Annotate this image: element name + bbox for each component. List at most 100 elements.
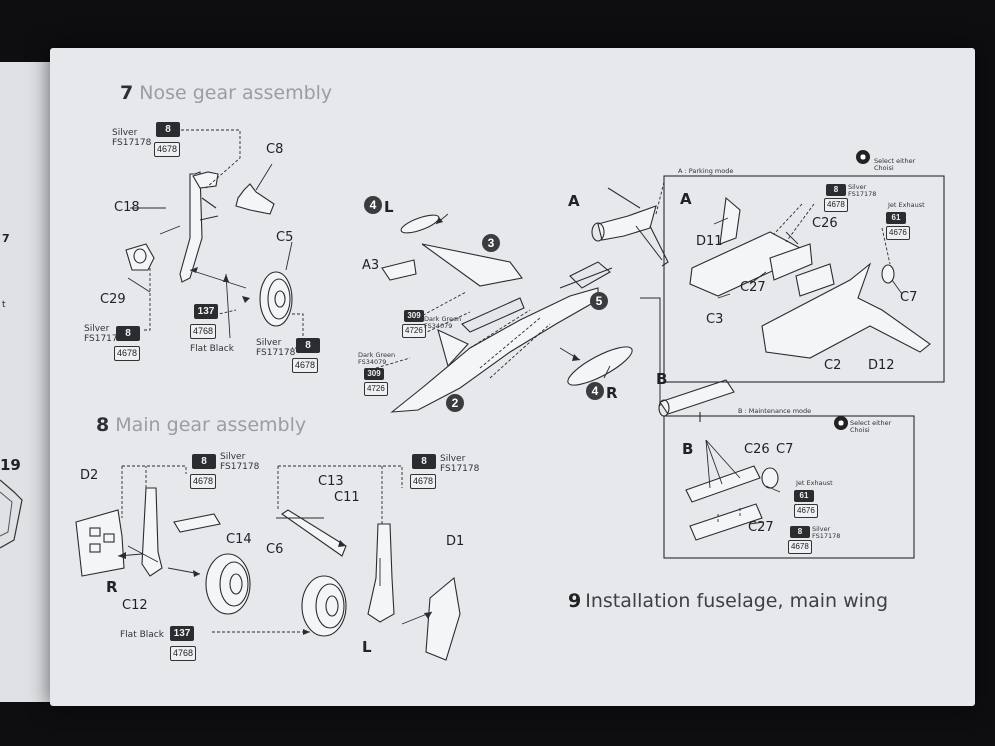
paint-chip: 8	[412, 454, 436, 469]
paint-name: Dark Green	[358, 351, 396, 359]
paint-code: 4726	[364, 382, 388, 396]
select-note: Select either Choisi	[850, 420, 891, 434]
paint-chip: 8	[296, 338, 320, 353]
step8-number: 8	[96, 414, 110, 436]
side-label-left: L	[362, 638, 372, 656]
option-b-frame	[663, 415, 915, 559]
part-label: A3	[362, 258, 380, 273]
part-label: C27	[740, 280, 766, 295]
paint-code: 4726	[402, 324, 426, 338]
callout-side: L	[384, 198, 394, 216]
part-label: C13	[318, 474, 344, 489]
paint-callout: Silver FS17178	[812, 526, 840, 540]
left-page-fragment: 7	[2, 232, 10, 245]
paint-name: Silver	[112, 128, 138, 138]
mode-label-a: A	[568, 192, 580, 210]
paint-fs: FS17178	[812, 532, 841, 540]
paint-fs: FS17178	[848, 190, 877, 198]
part-label: C26	[812, 216, 838, 231]
paint-name: Flat Black	[120, 630, 164, 640]
paint-callout: Silver FS17178	[440, 454, 479, 474]
left-page: 7 t 19	[0, 62, 58, 702]
callout-number: 3	[482, 234, 500, 252]
step7-number: 7	[120, 82, 134, 104]
select-text-alt: Choisi	[850, 426, 870, 434]
paint-name: Silver	[84, 324, 110, 334]
nose-gear-drawing	[125, 171, 293, 327]
paint-code: 4678	[824, 198, 848, 212]
paint-callout: Silver FS17178	[256, 338, 295, 358]
part-label: C27	[748, 520, 774, 535]
paint-name: Flat Black	[190, 344, 234, 354]
part-label: D12	[868, 358, 895, 373]
paint-code: 4678	[788, 540, 812, 554]
paint-chip: 8	[192, 454, 216, 469]
option-b-header: B : Maintenance mode	[738, 407, 812, 415]
paint-code: 4678	[292, 358, 319, 373]
option-b-letter: B	[682, 440, 694, 458]
select-text-alt: Choisi	[874, 164, 894, 172]
paint-code: 4676	[886, 226, 910, 240]
paint-name: Jet Exhaust	[796, 479, 833, 487]
option-a-drawing	[591, 187, 931, 359]
option-a-letter: A	[680, 190, 692, 208]
callout-side: R	[606, 384, 618, 402]
paint-name: Silver	[848, 183, 867, 191]
paint-fs: FS17178	[256, 348, 296, 358]
paint-callout: Dark Green FS34079	[424, 316, 461, 330]
paint-callout: Silver FS17178	[848, 184, 876, 198]
callout-number: 4	[364, 196, 382, 214]
left-page-fragment: t	[2, 300, 6, 310]
paint-code: 4678	[114, 346, 141, 361]
select-text: Select either	[874, 157, 916, 165]
callout-number: 5	[590, 292, 608, 310]
callout-number: 4	[586, 382, 604, 400]
part-label: C6	[266, 542, 284, 557]
step8-title: Main gear assembly	[115, 414, 307, 436]
paint-callout: Silver FS17178	[84, 324, 123, 344]
paint-chip: 309	[404, 310, 424, 322]
paint-name: Jet Exhaust	[888, 201, 925, 209]
part-label: C29	[100, 292, 126, 307]
paint-callout: Silver FS17178	[112, 128, 151, 148]
part-label: C5	[276, 230, 294, 245]
paint-chip: 8	[156, 122, 180, 137]
paint-name: Silver	[440, 454, 466, 464]
paint-chip: 309	[364, 368, 384, 380]
paint-fs: FS17178	[440, 464, 480, 474]
paint-code: 4678	[190, 474, 217, 489]
side-label-right: R	[106, 578, 118, 596]
part-label: C14	[226, 532, 252, 547]
paint-chip: 137	[194, 304, 218, 319]
paint-name: Silver	[256, 338, 282, 348]
mode-label-b: B	[656, 370, 668, 388]
step9-title: Installation fuselage, main wing	[585, 590, 889, 612]
paint-fs: FS34079	[424, 322, 453, 330]
paint-callout: Dark Green FS34079	[358, 352, 395, 366]
select-text: Select either	[850, 419, 892, 427]
paint-name: Silver	[812, 525, 831, 533]
left-page-drawing	[0, 479, 23, 549]
part-label: C18	[114, 200, 140, 215]
select-either-icon	[856, 150, 870, 164]
paint-fs: FS17178	[220, 462, 260, 472]
part-label: C3	[706, 312, 724, 327]
part-label: D1	[446, 534, 465, 549]
part-label: D2	[80, 468, 99, 483]
paint-chip: 8	[790, 526, 810, 538]
option-b-drawing	[658, 379, 779, 541]
part-label: C11	[334, 490, 360, 505]
part-label: C26	[744, 442, 770, 457]
step9-number: 9	[568, 590, 582, 612]
fuselage-drawing	[381, 214, 633, 413]
paint-name: Silver	[220, 452, 246, 462]
part-label: C7	[776, 442, 794, 457]
paint-fs: FS17178	[84, 334, 124, 344]
paint-code: 4768	[190, 324, 217, 339]
callout-number: 2	[446, 394, 464, 412]
part-label: C7	[900, 290, 918, 305]
paint-fs: FS17178	[112, 138, 152, 148]
